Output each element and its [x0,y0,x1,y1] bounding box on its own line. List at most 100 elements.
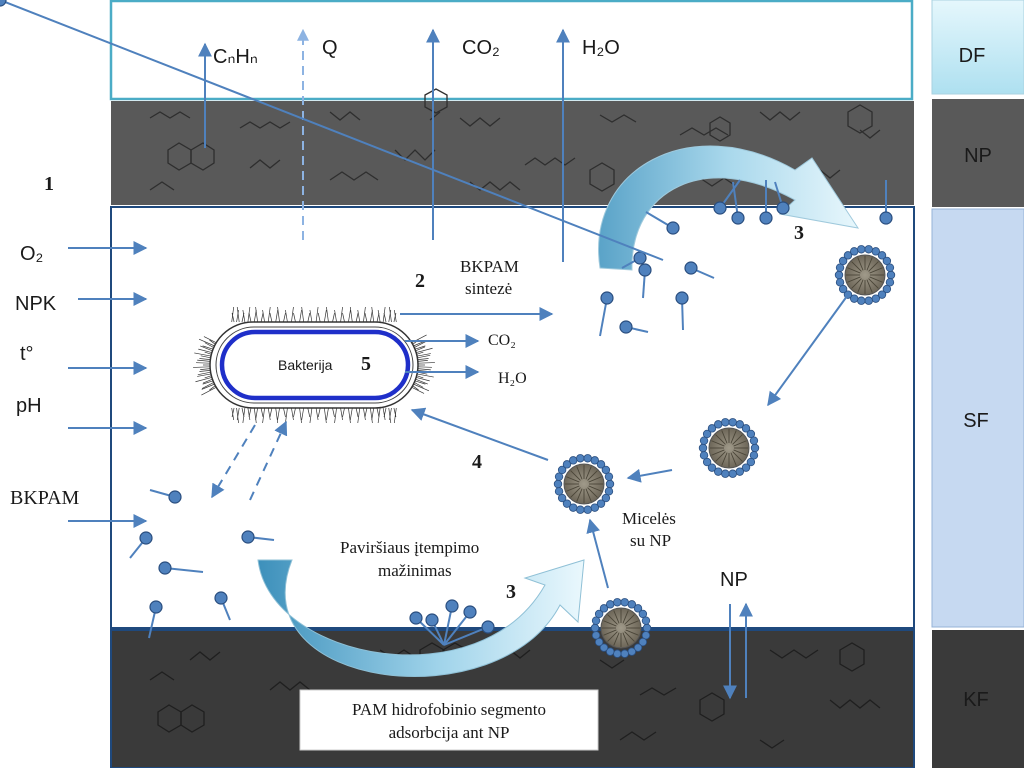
micelle-head [627,600,637,609]
pilus [247,306,251,323]
micelle-head [642,623,652,633]
micelle-head [834,270,844,280]
micelle-head [562,460,572,469]
surfactant-head [759,211,773,225]
pilus [415,378,428,385]
micelle-head [877,251,887,260]
pilus [301,407,305,421]
micelle-head [702,457,712,467]
pilus [231,407,235,421]
pilus [202,380,214,385]
micelle [834,245,896,305]
pilus [197,371,211,376]
pilus [393,407,397,418]
micelle-head [576,454,585,463]
pilus [277,306,280,323]
adsorption-line2: adsorbcija ant NP [389,723,510,742]
pilus [364,407,368,418]
side-df-box [931,0,1024,95]
pilus [204,351,212,355]
pilus [242,309,246,323]
pilus [414,341,427,348]
pilus [315,306,319,323]
micelle-tail [711,449,725,456]
micelle-head [594,637,604,647]
pilus [315,407,319,421]
pilus [417,366,432,368]
step-5-label: 5 [361,353,371,375]
input-ph: pH [16,395,42,417]
pilus [416,351,424,355]
pilus [203,336,217,344]
micelle-tail [721,452,728,466]
micelle-head [849,294,859,303]
pilus [199,358,211,360]
surfactant-head [445,599,459,613]
micelle-tail [588,476,602,483]
micelle-head [886,270,896,280]
surfactant-head [158,561,172,575]
pilus [393,309,397,323]
pilus [371,306,375,323]
pilus [416,353,431,357]
micelle-head [746,429,756,439]
bacterium-membrane [219,329,411,401]
micelle-head [864,296,873,305]
pilus [202,378,213,384]
surfactant-tail [0,0,664,261]
pilus [236,306,240,323]
micelle-head [877,290,887,299]
pilus [283,407,286,418]
micelle-head [721,469,730,478]
step-3-bottom-label: 3 [506,581,516,603]
pilus [389,306,392,323]
emission-h2o: H₂O [582,37,620,59]
pilus [196,362,211,364]
pilus [200,368,211,370]
micelle-tail [587,470,598,481]
micelle-head [553,479,563,489]
pilus [253,407,257,424]
pilus [393,312,397,323]
pilus [269,407,273,418]
micelle-head [557,493,567,503]
pilus [194,352,212,357]
micelle [553,454,615,514]
np-kf-label: NP [720,569,748,591]
bkpam-synthesis-line2: sintezė [465,279,512,298]
surface-tension-line1: Paviršiaus įtempimo [340,538,479,557]
micelle-head [728,418,737,427]
pilus [388,407,392,424]
micelle-head [728,469,737,478]
pilus [363,407,366,421]
layer-label-df: DF [959,45,986,67]
micelle-tail [733,440,747,447]
micelle-head [599,604,609,613]
pilus [412,385,419,391]
micelle-head [838,284,848,294]
pilus [275,407,279,424]
pilus [357,407,361,424]
micelle-tail [733,449,747,456]
pilus [299,309,302,323]
surfactant-tail [443,626,489,646]
micelle-head [864,245,873,254]
micelle-tail [868,261,879,272]
surfactant-head [481,620,495,634]
emission-q: Q [322,37,338,59]
step-4-arrow [410,407,549,461]
surfactant-head [139,531,153,545]
pilus [193,366,211,368]
pilus [201,382,214,389]
pilus [414,380,426,385]
micelle-tail [625,629,639,636]
step-1-label: 1 [44,173,54,195]
pilus [377,407,381,424]
dashed-arrow-up [249,420,288,501]
pilus [382,407,386,421]
pilus [241,407,245,418]
micelle-head [749,436,759,445]
pilus [291,407,294,421]
micelle-tail [715,451,726,462]
